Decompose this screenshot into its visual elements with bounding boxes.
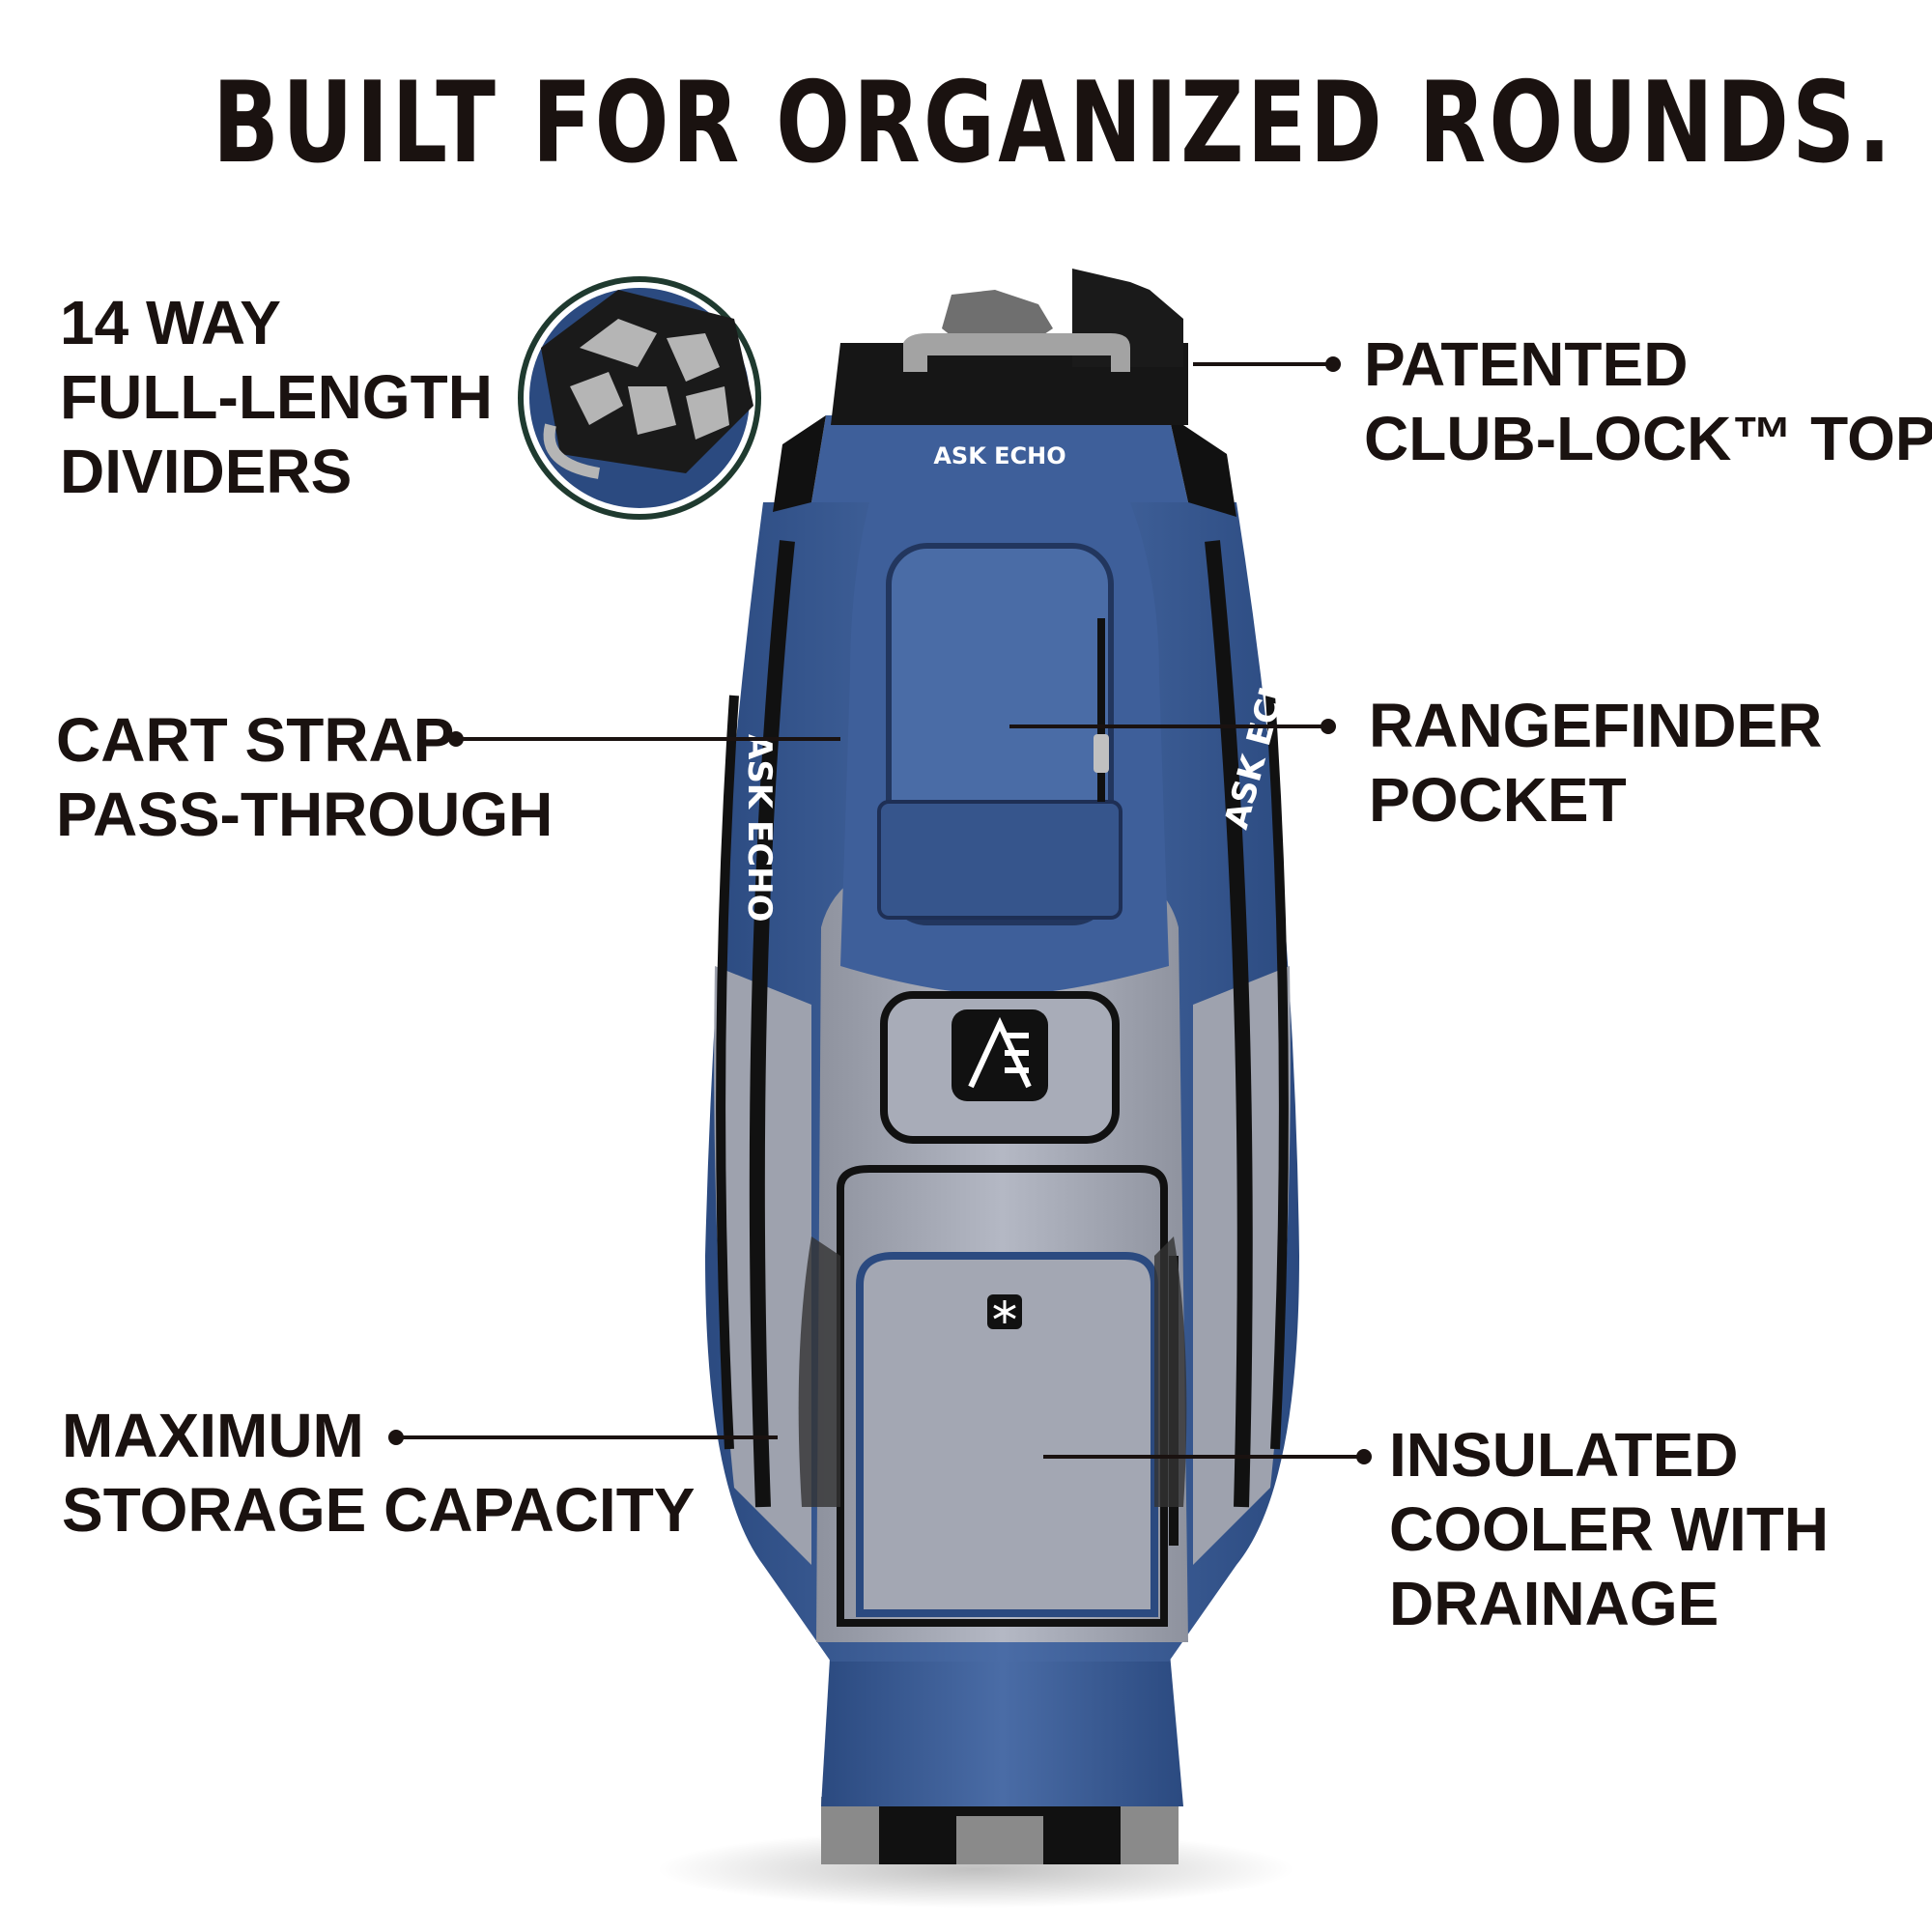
callout-cooler: INSULATED COOLER WITH DRAINAGE [1389, 1418, 1829, 1641]
callout-cart-strap-line-1: CART STRAP [56, 705, 455, 775]
bag-bottom-panel [821, 1642, 1183, 1806]
callout-club-lock-line-1: PATENTED [1364, 329, 1689, 399]
top-handle[interactable] [903, 333, 1130, 372]
callout-cooler-line-2: COOLER WITH [1389, 1494, 1830, 1564]
callout-dividers-line-1: 14 WAY [60, 288, 281, 357]
callout-cooler-line-1: INSULATED [1389, 1420, 1739, 1490]
side-wordmark-left: ASK ECHO [740, 734, 779, 923]
callout-cart-strap-line-2: PASS-THROUGH [56, 780, 554, 849]
callout-dividers: 14 WAY FULL-LENGTH DIVIDERS [60, 286, 493, 509]
callout-storage-line-2: STORAGE CAPACITY [62, 1475, 696, 1545]
bag-collar [773, 415, 1236, 517]
rangefinder-pocket[interactable] [877, 543, 1122, 925]
callout-dividers-line-3: DIVIDERS [60, 437, 353, 506]
callout-club-lock-line-2: CLUB-LOCK™ TOP [1364, 404, 1932, 473]
callout-storage-line-1: MAXIMUM [62, 1401, 364, 1470]
club-lock-top[interactable] [831, 269, 1188, 425]
mesh-pocket-right [1154, 1236, 1187, 1507]
callout-leaders [398, 362, 1364, 1459]
callout-storage: MAXIMUM STORAGE CAPACITY [62, 1399, 695, 1548]
mesh-pocket-left [798, 1236, 840, 1507]
callout-cart-strap: CART STRAP PASS-THROUGH [56, 703, 553, 852]
callout-rangefinder: RANGEFINDER POCKET [1369, 689, 1822, 838]
callout-rangefinder-line-1: RANGEFINDER [1369, 691, 1823, 760]
callout-dividers-line-2: FULL-LENGTH [60, 362, 493, 432]
collar-wordmark: ASK ECHO [933, 442, 1065, 469]
bag-base [821, 1797, 1179, 1864]
callout-cooler-line-3: DRAINAGE [1389, 1569, 1719, 1638]
callout-club-lock: PATENTED CLUB-LOCK™ TOP [1364, 327, 1932, 476]
headline: BUILT FOR ORGANIZED ROUNDS. [213, 58, 1894, 188]
dividers-inset [518, 276, 761, 520]
logo-badge-pocket[interactable] [880, 991, 1120, 1144]
callout-rangefinder-line-2: POCKET [1369, 765, 1627, 835]
callout-dots [388, 356, 1372, 1464]
